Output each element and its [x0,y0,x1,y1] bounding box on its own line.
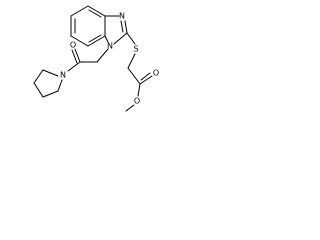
bond [139,75,153,85]
bond [124,20,128,34]
ester-side-chain [125,32,153,112]
bond [70,5,89,17]
bond [33,82,44,98]
double-bond [88,34,102,43]
bond [74,48,81,63]
double-bond [140,72,151,81]
benzene-ring [70,5,106,47]
atom-o-ester: O [134,97,140,106]
atom-n-benzimidazole: N [107,42,113,51]
bond [113,32,128,45]
structure-diagram: N N S O N O O [33,5,159,112]
pyrrolidine-ring [33,69,63,98]
bond [42,90,59,98]
atom-sulfur: S [133,45,138,54]
double-bond [88,9,102,18]
bond [87,5,106,17]
bond [70,35,89,47]
bond [57,79,63,92]
atom-n-imidazole: N [119,12,125,21]
bond [67,61,81,72]
atom-labels: N N S O N O O [60,12,159,106]
bond [33,69,44,84]
double-bond [71,49,78,64]
atom-o-carbonyl-ester: O [153,69,159,78]
amide-side-chain [67,48,109,72]
bond [87,35,106,47]
imidazole-ring [104,15,128,45]
bond [126,32,136,45]
bond [96,48,109,63]
double-bond [120,20,124,33]
atom-o-amide: O [70,41,76,50]
bond [137,83,141,97]
bond [125,104,135,112]
bond [104,35,109,43]
bond [42,69,59,77]
atom-n-pyrrolidine: N [60,71,66,80]
bond [127,53,136,69]
bond [127,67,141,85]
